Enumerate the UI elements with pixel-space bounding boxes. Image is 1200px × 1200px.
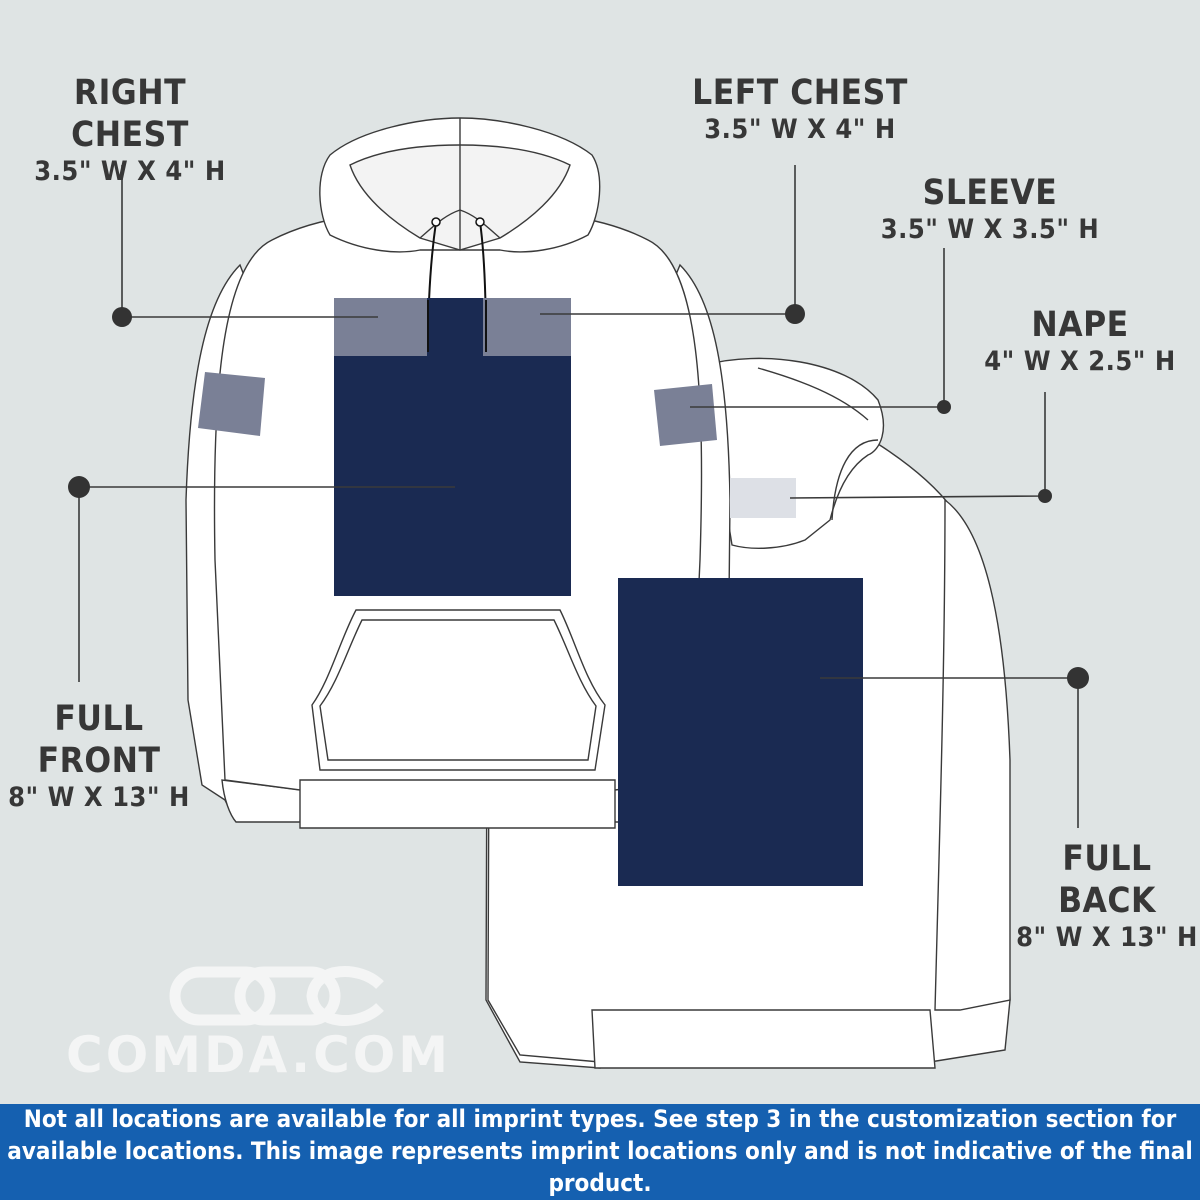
right-chest-label: RIGHT CHEST 3.5" W X 4" H <box>10 72 250 188</box>
dot-full-back <box>1067 667 1089 689</box>
sleeve-imprint-left <box>198 372 265 436</box>
full-back-imprint <box>618 578 863 886</box>
nape-label: NAPE 4" W X 2.5" H <box>950 304 1200 378</box>
sleeve-title: SLEEVE <box>922 173 1058 213</box>
full-front-size: 8" W X 13" H <box>8 782 190 813</box>
dot-left-chest <box>785 304 805 324</box>
right-chest-title: RIGHT CHEST <box>71 73 189 155</box>
full-front-title: FULL FRONT <box>37 699 161 781</box>
dot-right-chest <box>112 307 132 327</box>
dot-nape <box>1038 489 1052 503</box>
nape-imprint <box>730 478 796 518</box>
footer-disclaimer-band: Not all locations are available for all … <box>0 1104 1200 1200</box>
footer-disclaimer-text: Not all locations are available for all … <box>7 1105 1193 1197</box>
full-front-label: FULL FRONT 8" W X 13" H <box>0 698 198 814</box>
full-back-size: 8" W X 13" H <box>1016 922 1198 953</box>
leader-dots <box>68 304 1089 689</box>
full-back-title: FULL BACK <box>1058 839 1156 921</box>
left-chest-title: LEFT CHEST <box>692 73 908 113</box>
nape-title: NAPE <box>1031 305 1129 345</box>
comda-logo-mark <box>169 966 384 1026</box>
sleeve-label: SLEEVE 3.5" W X 3.5" H <box>870 172 1110 246</box>
left-chest-label: LEFT CHEST 3.5" W X 4" H <box>680 72 920 146</box>
full-back-label: FULL BACK 8" W X 13" H <box>1012 838 1200 954</box>
nape-size: 4" W X 2.5" H <box>984 346 1176 377</box>
sleeve-imprint-right <box>654 384 717 446</box>
comda-logo-text: COMDA.COM <box>66 1026 452 1084</box>
left-chest-size: 3.5" W X 4" H <box>704 114 896 145</box>
dot-sleeve <box>937 400 951 414</box>
right-chest-imprint <box>334 298 427 356</box>
right-chest-size: 3.5" W X 4" H <box>34 156 226 187</box>
dot-full-front <box>68 476 90 498</box>
left-chest-imprint <box>483 298 571 356</box>
sleeve-size: 3.5" W X 3.5" H <box>880 214 1100 245</box>
